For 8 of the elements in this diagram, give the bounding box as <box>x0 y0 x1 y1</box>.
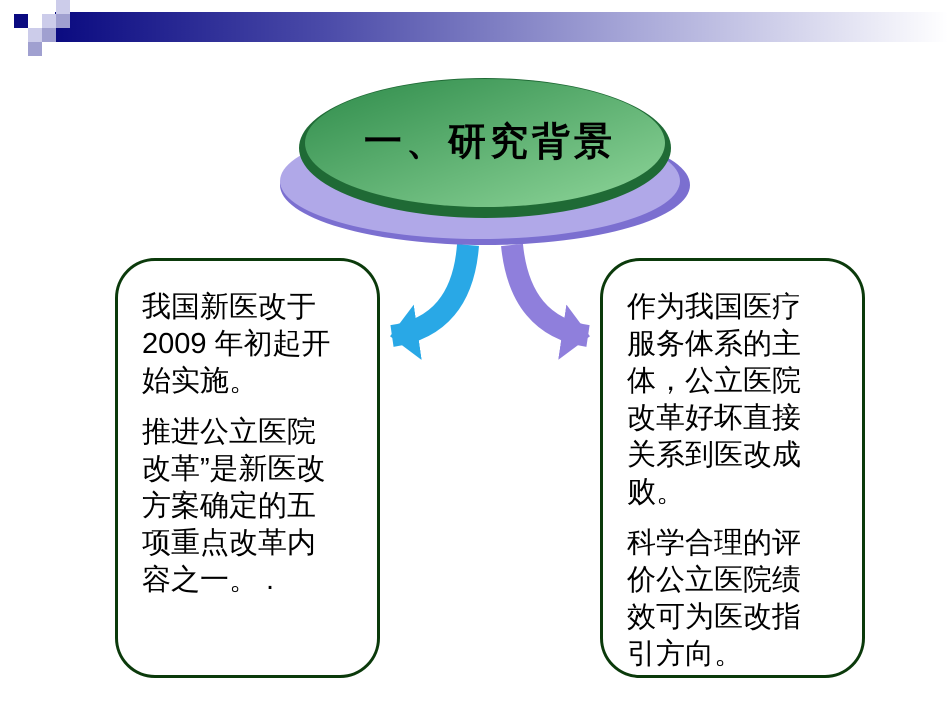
card-paragraph: 我国新医改于2009 年初起开始实施。 <box>142 290 332 399</box>
card-paragraph: 科学合理的评价公立医院绩效可为医改指引方向。 <box>627 526 802 672</box>
card-paragraph: 作为我国医疗服务体系的主体，公立医院改革好坏直接关系到医改成败。 <box>627 290 802 510</box>
title-text: 一、研究背景 <box>363 117 617 165</box>
text-card <box>115 258 380 678</box>
curved-arrow <box>501 244 590 358</box>
text-card <box>600 258 865 678</box>
card-paragraph: 推进公立医院改革”是新医改方案确定的五项重点改革内容之一。 . <box>142 415 327 598</box>
